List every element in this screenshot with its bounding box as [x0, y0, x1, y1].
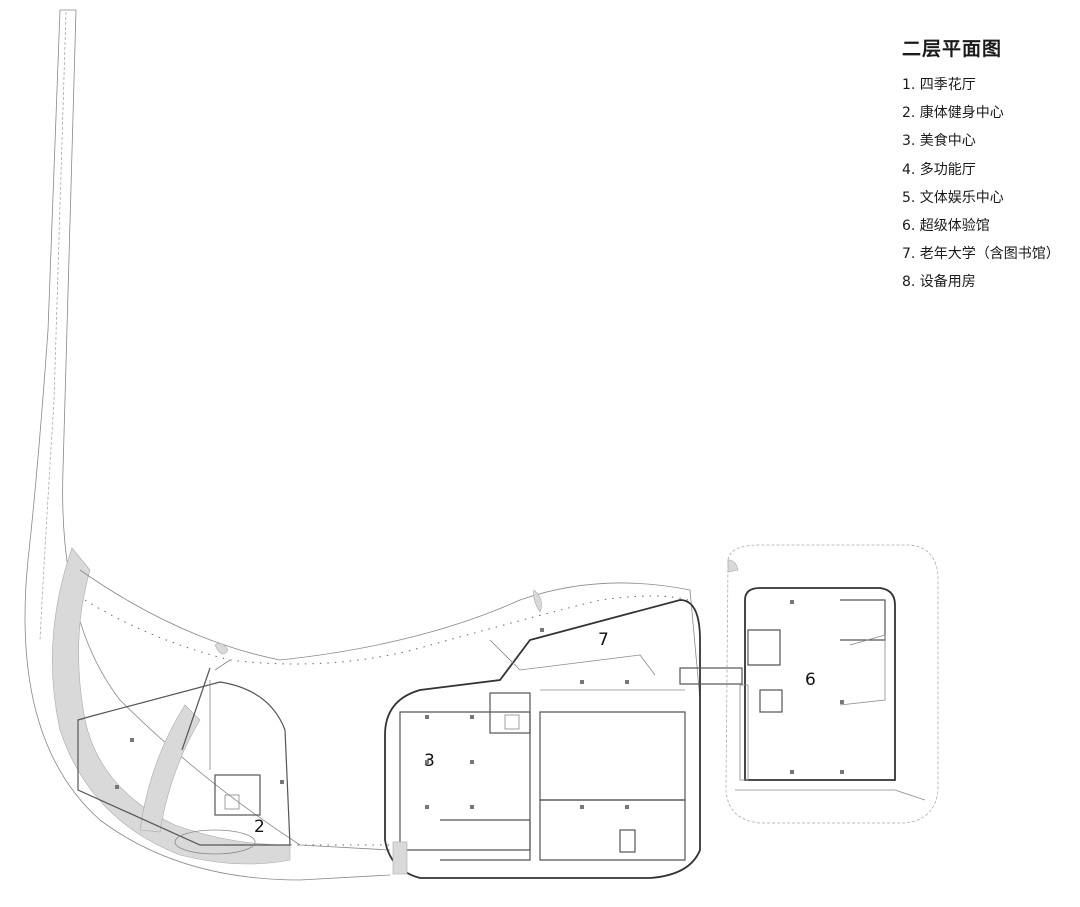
legend-item: 1. 四季花厅 — [902, 77, 976, 93]
legend-item: 4. 多功能厅 — [902, 161, 976, 178]
room-label-7: 7 — [598, 630, 609, 650]
legend-item: 7. 老年大学（含图书馆） — [902, 246, 1060, 263]
building-6 — [725, 544, 939, 824]
room-label-6: 6 — [805, 670, 816, 690]
legend-item: 2. 康体健身中心 — [902, 105, 1004, 122]
legend: 二层平面图 1. 四季花厅 2. 康体健身中心 3. 美食中心 4. 多功能厅 … — [902, 34, 1060, 297]
curved-ramp — [52, 547, 291, 865]
legend-item: 8. 设备用房 — [902, 274, 976, 291]
columns — [425, 628, 629, 809]
legend-item: 3. 美食中心 — [902, 133, 976, 150]
legend-item: 5. 文体娱乐中心 — [902, 189, 1004, 206]
bridge — [679, 667, 743, 685]
legend-title: 二层平面图 — [902, 38, 1003, 60]
legend-list: 1. 四季花厅 2. 康体健身中心 3. 美食中心 4. 多功能厅 5. 文体娱… — [902, 71, 1060, 297]
site-boundary — [24, 9, 391, 881]
building-3-7 — [214, 589, 701, 879]
legend-item: 6. 超级体验馆 — [902, 218, 990, 235]
room-label-3: 3 — [424, 751, 435, 771]
room-label-2: 2 — [254, 817, 265, 837]
walkway — [79, 569, 701, 846]
